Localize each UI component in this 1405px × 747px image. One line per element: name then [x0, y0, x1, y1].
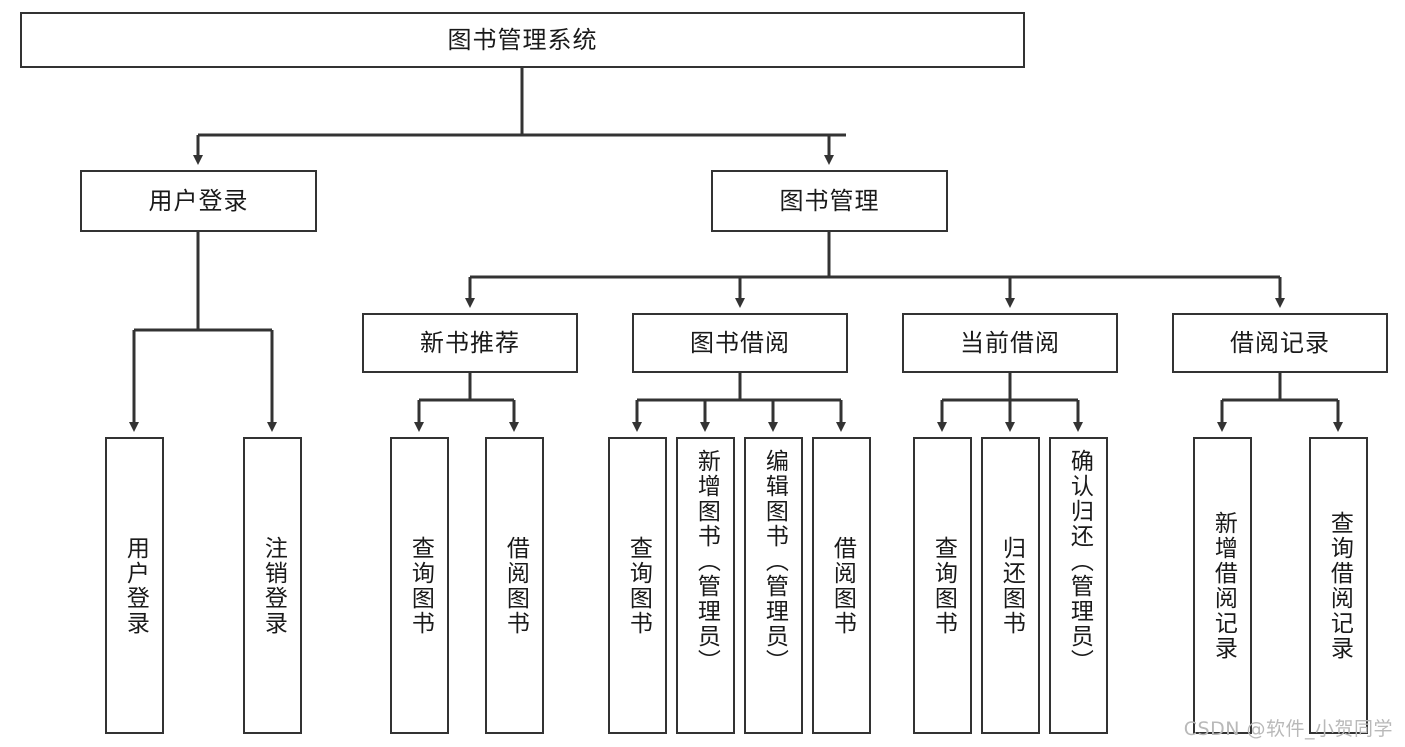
node-current-borrow[interactable]: 当前借阅 [902, 313, 1118, 373]
node-book-borrow[interactable]: 图书借阅 [632, 313, 848, 373]
leaf-logout-login[interactable]: 注销登录 [243, 437, 302, 734]
node-borrow-record-label: 借阅记录 [1230, 328, 1330, 357]
node-user-login-label: 用户登录 [148, 186, 249, 215]
node-root[interactable]: 图书管理系统 [20, 12, 1025, 68]
leaf-user-login-label: 用户登录 [122, 535, 149, 636]
node-new-book-recommend-label: 新书推荐 [420, 328, 520, 357]
leaf-add-book-admin-label: 新增图书（管理员） [693, 449, 720, 674]
leaf-borrow-book-1-label: 借阅图书 [502, 535, 529, 636]
leaf-query-book-2-label: 查询图书 [625, 535, 652, 636]
node-new-book-recommend[interactable]: 新书推荐 [362, 313, 578, 373]
leaf-return-book[interactable]: 归还图书 [981, 437, 1040, 734]
leaf-borrow-book-1[interactable]: 借阅图书 [485, 437, 544, 734]
node-book-borrow-label: 图书借阅 [690, 328, 790, 357]
node-current-borrow-label: 当前借阅 [960, 328, 1060, 357]
node-user-login[interactable]: 用户登录 [80, 170, 317, 232]
leaf-query-book-2[interactable]: 查询图书 [608, 437, 667, 734]
leaf-query-borrow-record[interactable]: 查询借阅记录 [1309, 437, 1368, 734]
csdn-watermark: CSDN @软件_小贺同学 [1183, 718, 1393, 740]
leaf-borrow-book-2-label: 借阅图书 [829, 535, 856, 636]
leaf-borrow-book-2[interactable]: 借阅图书 [812, 437, 871, 734]
leaf-query-book-1[interactable]: 查询图书 [390, 437, 449, 734]
leaf-return-book-label: 归还图书 [998, 535, 1025, 636]
leaf-confirm-return-admin[interactable]: 确认归还（管理员） [1049, 437, 1108, 734]
leaf-user-login[interactable]: 用户登录 [105, 437, 164, 734]
leaf-query-book-1-label: 查询图书 [407, 535, 434, 636]
leaf-add-book-admin[interactable]: 新增图书（管理员） [676, 437, 735, 734]
leaf-edit-book-admin[interactable]: 编辑图书（管理员） [744, 437, 803, 734]
leaf-edit-book-admin-label: 编辑图书（管理员） [761, 449, 788, 674]
leaf-query-book-3[interactable]: 查询图书 [913, 437, 972, 734]
leaf-add-borrow-record-label: 新增借阅记录 [1210, 510, 1237, 661]
node-book-manage[interactable]: 图书管理 [711, 170, 948, 232]
leaf-logout-login-label: 注销登录 [260, 535, 287, 636]
node-book-manage-label: 图书管理 [779, 186, 880, 215]
node-root-label: 图书管理系统 [447, 25, 598, 54]
leaf-query-book-3-label: 查询图书 [930, 535, 957, 636]
leaf-add-borrow-record[interactable]: 新增借阅记录 [1193, 437, 1252, 734]
node-borrow-record[interactable]: 借阅记录 [1172, 313, 1388, 373]
leaf-confirm-return-admin-label: 确认归还（管理员） [1066, 449, 1093, 674]
leaf-query-borrow-record-label: 查询借阅记录 [1326, 510, 1353, 661]
